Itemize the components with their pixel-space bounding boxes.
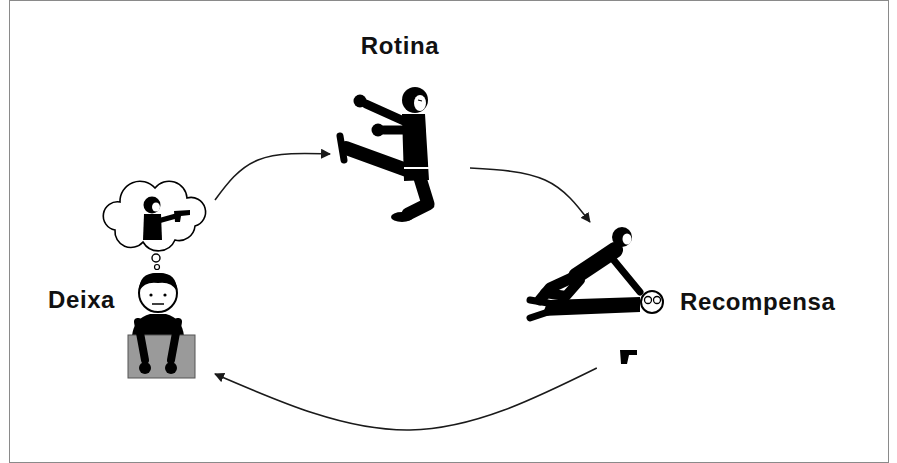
bubble-dot xyxy=(152,254,160,262)
attacker-face xyxy=(623,234,632,245)
attacker-arm xyxy=(612,258,640,292)
ninja-body xyxy=(143,214,162,240)
dropped-gun xyxy=(620,350,637,364)
glasses xyxy=(645,297,652,304)
kick-leg xyxy=(346,148,412,172)
ninja-arm xyxy=(158,216,176,221)
takedown-figures xyxy=(530,227,663,364)
ninja-head xyxy=(144,197,161,214)
standing-leg xyxy=(408,178,428,214)
eye xyxy=(163,293,166,296)
fist xyxy=(354,95,367,108)
face xyxy=(414,95,426,111)
fist xyxy=(372,124,385,137)
stage-label: Recompensa xyxy=(680,288,835,316)
habit-stage: Deixa xyxy=(40,180,215,380)
label-group: Deixa xyxy=(48,286,115,314)
arm xyxy=(366,104,406,122)
cloud xyxy=(103,181,205,251)
foot xyxy=(340,136,344,160)
victim-head xyxy=(641,291,663,313)
label-group: Rotina xyxy=(330,32,470,60)
attacker-leg xyxy=(545,280,580,296)
thought-bubble xyxy=(103,181,205,269)
hair xyxy=(139,273,177,291)
hand xyxy=(165,362,177,374)
eye xyxy=(149,293,152,296)
arm xyxy=(171,322,178,360)
gun xyxy=(174,210,190,222)
hooded-head xyxy=(402,87,428,113)
label-group: Recompensa xyxy=(680,288,835,316)
attacker-torso xyxy=(576,250,615,276)
mouth xyxy=(152,303,164,305)
victim-leg xyxy=(530,312,548,318)
cycle-arrow xyxy=(470,168,590,222)
thinking-person xyxy=(128,273,195,378)
victim-body xyxy=(542,297,640,316)
belt xyxy=(404,167,429,169)
stage-label: Rotina xyxy=(330,32,470,60)
stage-label: Deixa xyxy=(48,286,115,314)
cycle-arrow xyxy=(215,153,330,200)
frame xyxy=(10,1,889,463)
bubble-dot xyxy=(155,265,160,270)
attacker-head xyxy=(612,227,632,247)
kicking-figure xyxy=(340,87,429,222)
habit-stage: Rotina xyxy=(330,28,470,228)
arm xyxy=(384,126,410,135)
habit-stage: Recompensa xyxy=(522,222,887,368)
arm xyxy=(138,322,145,360)
eye xyxy=(418,100,422,101)
ninja-face xyxy=(152,203,160,212)
cycle-arrow xyxy=(215,368,597,430)
hand xyxy=(139,362,151,374)
shoe xyxy=(391,212,413,222)
glasses xyxy=(654,297,661,304)
